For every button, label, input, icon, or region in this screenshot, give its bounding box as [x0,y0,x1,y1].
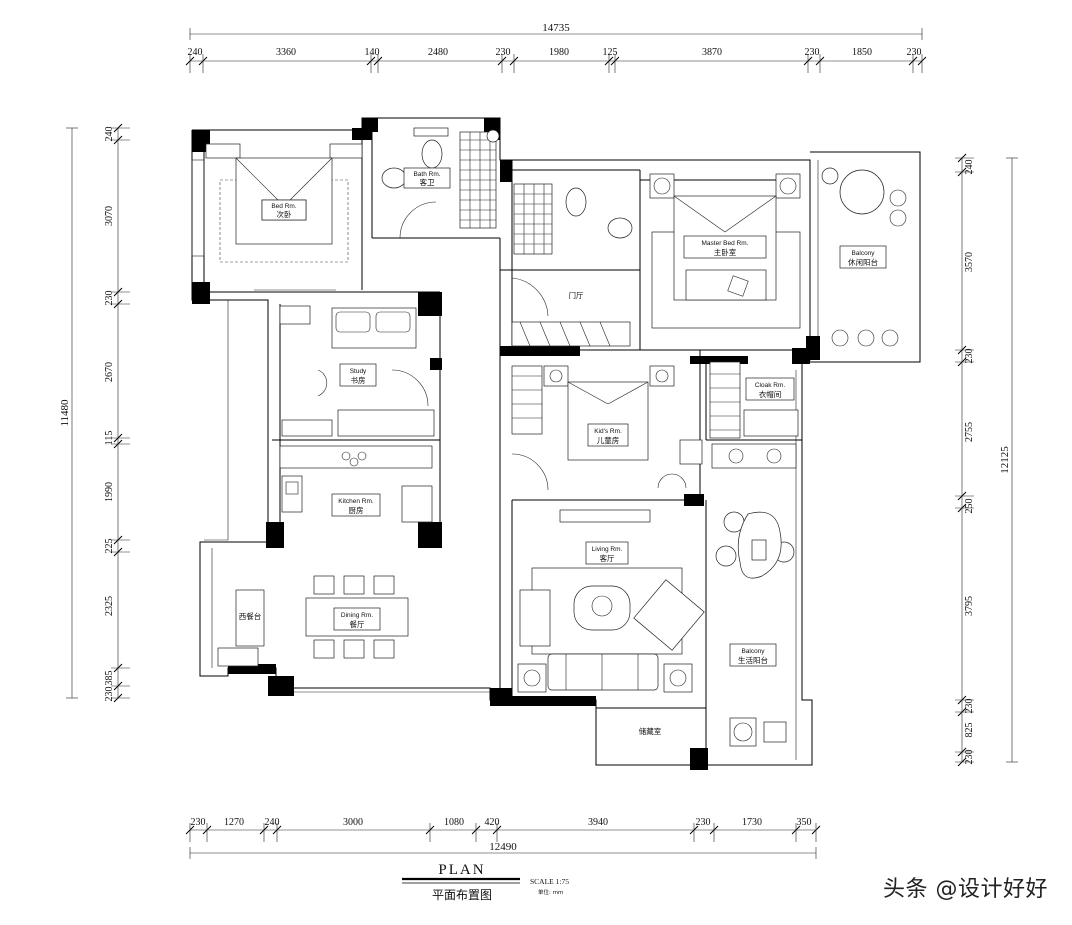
dim-label: 230 [104,291,115,306]
dim-label: 230 [805,47,820,58]
left-total-dimension: 11480 [59,399,71,427]
bed-room-label-en: Bed Rm. [271,203,296,210]
dim-label: 230 [907,47,922,58]
dim-label: 1270 [224,817,244,828]
dim-label: 1730 [742,817,762,828]
kitchen-label-en: Kitchen Rm. [338,498,374,505]
dining-label-en: Dining Rm. [341,612,373,619]
bed-room-label-cn: 次卧 [277,209,292,219]
dim-label: 420 [485,817,500,828]
master-bath-furniture [513,183,633,255]
dim-label: 3360 [276,47,296,58]
leisure-balcony-label-en: Balcony [851,250,875,257]
bath-room-label-cn: 客卫 [420,177,435,187]
storage-label-cn: 储藏室 [639,726,662,736]
dim-label: 125 [603,47,618,58]
dim-label: 1980 [549,47,569,58]
top-total-dimension: 14735 [542,22,570,34]
dim-label: 230 [696,817,711,828]
master-bed-label-en: Master Bed Rm. [702,240,749,247]
kids-room-furniture [511,365,703,491]
dim-label: 3570 [964,252,975,272]
master-bed-label-cn: 主卧室 [714,247,737,257]
dim-label: 230 [964,750,975,765]
life-balcony-label-cn: 生活阳台 [738,655,768,665]
cloak-room-furniture [709,361,799,469]
dim-label: 230 [964,349,975,364]
plan-title-cn: 平面布置图 [432,888,492,902]
dim-label: 3070 [104,206,115,226]
dim-label: 2325 [104,596,115,616]
foyer-furniture [511,277,631,347]
dim-label: 3000 [343,817,363,828]
dim-label: 2480 [428,47,448,58]
life-balcony-label-en: Balcony [741,648,765,655]
bath-room-label-en: Bath Rm. [413,171,440,178]
right-dimension-chain: 240 3570 230 2755 250 3795 230 825 230 1… [955,153,1018,767]
dim-label: 2670 [104,362,115,382]
dim-label: 2755 [964,422,975,442]
living-room-label-en: Living Rm. [592,546,623,553]
dim-label: 825 [964,723,975,738]
kids-room-label-cn: 儿童房 [597,435,620,445]
kitchen-label-cn: 厨房 [349,505,364,515]
foyer-label-cn: 门厅 [569,291,584,300]
dim-label: 240 [104,127,115,142]
western-kitchen-label-cn: 西餐台 [239,611,262,621]
dining-furniture [217,575,409,667]
study-furniture [279,305,435,437]
dining-label-cn: 餐厅 [350,620,365,629]
scale-label: SCALE 1:75 [530,877,569,886]
cloak-room-label-cn: 衣帽间 [759,389,782,399]
dim-label: 240 [188,47,203,58]
dim-label: 1850 [852,47,872,58]
unit-label: 单位: mm [538,888,563,896]
plan-title: PLAN [438,862,485,878]
dim-label: 1990 [104,482,115,502]
dim-label: 230 [191,817,206,828]
master-bed-furniture [649,173,801,329]
kitchen-furniture [279,445,433,523]
study-label-cn: 书房 [351,375,366,385]
dim-label: 250 [964,499,975,514]
top-dimension-chain: 14735 240 3360 140 2480 230 1980 125 387… [185,22,927,73]
dim-label: 385 [104,671,115,686]
dim-label: 240 [964,160,975,175]
dim-label: 230 [104,687,115,702]
leisure-balcony-furniture [821,167,907,347]
dim-label: 230 [964,699,975,714]
kids-room-label-en: Kid's Rm. [594,428,622,435]
dim-label: 115 [104,431,115,446]
cloak-room-label-en: Cloak Rm. [755,382,786,389]
bottom-dimension-chain: 230 1270 240 3000 1080 420 3940 230 1730… [185,817,821,859]
bath-room-furniture [381,127,500,239]
study-label-en: Study [350,368,367,375]
dim-label: 230 [496,47,511,58]
watermark-text: 头条 @设计好好 [883,877,1048,902]
bottom-total-dimension: 12490 [489,841,517,853]
right-total-dimension: 12125 [999,446,1011,474]
living-room-furniture [517,509,705,693]
dim-label: 3870 [702,47,722,58]
dim-label: 3940 [588,817,608,828]
leisure-balcony-label-cn: 休闲阳台 [848,257,878,267]
living-room-label-cn: 客厅 [600,553,615,563]
dim-label: 240 [265,817,280,828]
dim-label: 3795 [964,596,975,616]
life-balcony-furniture [715,511,795,747]
dim-label: 1080 [444,817,464,828]
title-block: PLAN 平面布置图 SCALE 1:75 单位: mm [402,862,569,902]
room-labels: Bed Rm. 次卧 Bath Rm. 客卫 Master Bed Rm. 主卧… [239,167,887,736]
dim-label: 350 [797,817,812,828]
structural-columns [192,118,820,770]
left-dimension-chain: 11480 240 3070 230 2670 115 1990 225 232… [59,123,130,703]
dim-label: 225 [104,539,115,554]
dim-label: 140 [365,47,380,58]
